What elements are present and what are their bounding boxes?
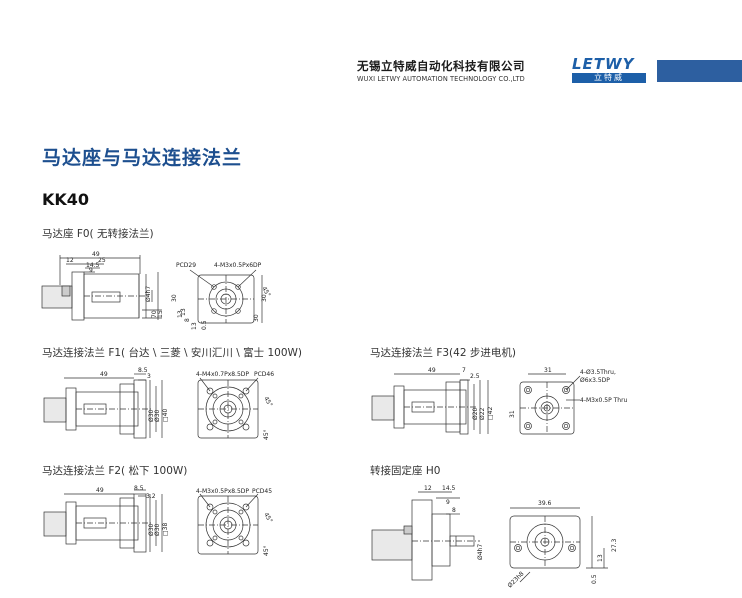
f0-dim-14-5: 14.5 (86, 262, 100, 269)
f1-dim-40: □40 (162, 409, 169, 422)
f3-dim-7: 7 (462, 367, 466, 374)
caption-f2: 马达连接法兰 F2( 松下 100W) (42, 465, 188, 477)
f0-dim-9: 9 (89, 267, 93, 274)
f3-front-view (519, 373, 581, 435)
f3-dim-20: Ø20 (472, 407, 479, 420)
f0-label-hole: 4-M3x0.5Px6DP (214, 262, 262, 269)
header-accent-bar (657, 60, 742, 82)
caption-f0: 马达座 F0( 无转接法兰) (42, 228, 154, 240)
f0-dim-70: 70 (151, 310, 158, 318)
h0-dim-12: 12 (424, 485, 432, 492)
f0-label-angle: 45° (260, 286, 271, 299)
f3-dim-22: Ø22 (479, 407, 486, 420)
f0-label-13c: 13 (191, 322, 198, 330)
model-heading: KK40 (42, 190, 90, 209)
f2-dim-30g: Ø30 (154, 523, 161, 536)
f3-dim-2-5: 2.5 (470, 373, 480, 380)
f0-label-30b: 30 (261, 294, 268, 302)
f0-label-30c: 30 (253, 314, 260, 322)
h0-dim-0-5: 0.5 (591, 574, 598, 584)
caption-f1: 马达连接法兰 F1( 台达 \ 三菱 \ 安川汇川 \ 富士 100W) (42, 347, 302, 359)
f1-label-hole: 4-M4x0.7Px8.5DP (196, 371, 249, 378)
h0-dim-39-6: 39.6 (538, 500, 552, 507)
caption-h0: 转接固定座 H0 (370, 465, 441, 477)
f0-label-pcd: PCD29 (176, 262, 196, 269)
h0-dim-13: 13 (597, 554, 604, 562)
f2-side-view (43, 489, 163, 553)
f3-side-view (371, 373, 489, 435)
h0-dim-23h8: Ø23h8 (506, 570, 525, 589)
f0-dim-15: 15 (157, 310, 164, 318)
company-name-cn: 无锡立特威自动化科技有限公司 (357, 59, 525, 73)
f3-dim-49: 49 (428, 367, 436, 374)
f3-dim-42: □42 (487, 407, 494, 420)
logo-subtitle: 立特威 (572, 73, 646, 83)
h0-dim-14-5: 14.5 (442, 485, 456, 492)
f1-label-pcd: PCD46 (254, 371, 274, 378)
f1-front-view (197, 377, 259, 439)
company-name-en: WUXI LETWY AUTOMATION TECHNOLOGY CO.,LTD (357, 75, 525, 83)
f1-label-angle-2: 45° (263, 429, 270, 440)
f0-dim-49: 49 (92, 251, 100, 258)
f2-label-pcd: PCD45 (252, 488, 272, 495)
f1-dim-30g: Ø30 (154, 409, 161, 422)
f0-label-13b: 13 (180, 308, 187, 316)
f3-label-hole: 4-M3x0.5P Thru (580, 397, 628, 404)
f3-dim-31: 31 (544, 367, 552, 374)
f2-dim-8-5: 8.5 (134, 485, 144, 492)
f0-dim-4h7: Ø4h7 (145, 286, 152, 302)
f0-front-view (189, 269, 263, 324)
f0-dim-25: 25 (98, 257, 106, 264)
h0-front-view (509, 507, 608, 583)
h0-dim-9: 9 (446, 499, 450, 506)
f1-side-view (43, 373, 163, 439)
f2-dim-3-2: 3.2 (146, 493, 156, 500)
f0-side-view (41, 255, 162, 321)
h0-dim-27-3: 27.3 (611, 538, 618, 552)
f2-front-view (197, 493, 259, 555)
f2-dim-38: □38 (162, 523, 169, 536)
f1-dim-30: Ø30 (148, 409, 155, 422)
f0-dim-12: 12 (66, 257, 74, 264)
f1-label-angle-1: 45° (262, 396, 273, 409)
f3-dim-31-left: 31 (509, 410, 516, 418)
f2-label-hole: 4-M3x0.5Px8.5DP (196, 488, 249, 495)
f2-label-angle-2: 45° (263, 545, 270, 556)
f2-dim-30: Ø30 (148, 523, 155, 536)
h0-dim-4h7: Ø4h7 (477, 544, 484, 560)
f0-dim-13: 13 (177, 310, 184, 318)
f0-label-0-5: 0.5 (201, 320, 208, 330)
f3-label-thru-1: 4-Ø3.5Thru, (580, 369, 616, 376)
f1-dim-49: 49 (100, 371, 108, 378)
page-title: 马达座与马达连接法兰 (42, 147, 243, 169)
f1-dim-3: 3 (147, 373, 151, 380)
f0-dim-30: 30 (171, 294, 178, 302)
letwy-logo: LETWY 立特威 (572, 55, 646, 83)
f0-dim-8: 8 (184, 318, 191, 322)
h0-side-view (371, 491, 480, 581)
h0-dim-8: 8 (452, 507, 456, 514)
logo-wordmark: LETWY (572, 55, 635, 73)
f2-label-angle-1: 45° (262, 512, 273, 525)
caption-f3: 马达连接法兰 F3(42 步进电机) (370, 347, 516, 359)
f2-dim-49: 49 (96, 487, 104, 494)
f1-dim-8-5: 8.5 (138, 367, 148, 374)
f3-label-thru-2: Ø6x3.5DP (580, 377, 610, 384)
